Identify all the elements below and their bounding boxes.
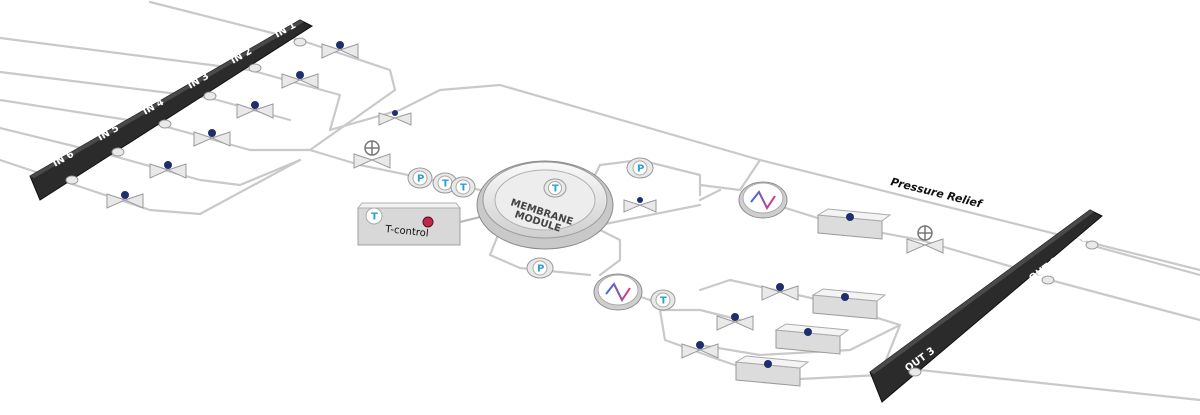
valve[interactable]: [321, 41, 359, 59]
bypass-valve[interactable]: [378, 110, 412, 126]
inlet-panel: [29, 19, 314, 201]
indicator-led: [764, 360, 772, 368]
sensor-letter: P: [537, 264, 544, 275]
inlet-connector: [248, 63, 262, 73]
heat-exchanger[interactable]: [593, 273, 643, 311]
flow-controller[interactable]: [774, 323, 850, 355]
wave-icon: [605, 282, 631, 302]
heat-exchanger[interactable]: [738, 181, 788, 219]
indicator-led: [251, 101, 259, 109]
inlet-connector: [158, 119, 172, 129]
valve[interactable]: [281, 71, 319, 89]
inlet-connector: [293, 37, 307, 47]
sensor-letter: P: [417, 174, 424, 185]
valve[interactable]: [681, 341, 719, 359]
sensor-letter: T: [442, 179, 449, 190]
flow-controller[interactable]: [734, 355, 810, 387]
tcontrol-label: T-control: [384, 224, 429, 240]
indicator-led: [296, 71, 304, 79]
indicator-led: [208, 129, 216, 137]
indicator-led: [776, 283, 784, 291]
inlet-connector: [203, 91, 217, 101]
indicator-led: [392, 110, 398, 116]
indicator-led: [846, 213, 854, 221]
pressure-sensor: P: [626, 157, 654, 179]
retentate-valve[interactable]: [623, 197, 657, 213]
needle-valve[interactable]: [353, 140, 391, 169]
tcontrol-sensor-letter: T: [371, 212, 378, 223]
sensor-letter: T: [660, 296, 667, 307]
pressure-relief-label: Pressure Relief: [889, 175, 984, 211]
valve[interactable]: [761, 283, 799, 301]
pressure-sensor: P: [407, 167, 433, 189]
indicator-led: [731, 313, 739, 321]
module-sensor-letter: T: [552, 184, 559, 195]
back-pressure-valve[interactable]: [906, 225, 944, 254]
inlet-connectors: [65, 37, 307, 185]
flow-controller[interactable]: [816, 208, 892, 240]
sensor-letter: P: [637, 164, 644, 175]
membrane-module[interactable]: T MEMBRANE MODULE: [476, 160, 614, 250]
sensor-letter: T: [460, 183, 467, 194]
indicator-led: [637, 197, 643, 203]
outlet-connector: [908, 367, 922, 377]
inlet-sensors: P T T: [407, 167, 476, 198]
valve[interactable]: [106, 191, 144, 209]
outlet-connectors: [908, 240, 1099, 377]
outlet-connector: [1041, 275, 1055, 285]
valve[interactable]: [193, 129, 231, 147]
indicator-led: [164, 161, 172, 169]
t-control-unit[interactable]: T T-control: [356, 202, 501, 246]
valve[interactable]: [236, 101, 274, 119]
indicator-led: [121, 191, 129, 199]
valve[interactable]: [716, 313, 754, 331]
inlet-connector: [65, 175, 79, 185]
temperature-sensor: T: [650, 289, 676, 311]
valve[interactable]: [149, 161, 187, 179]
module-temperature-sensor: T: [543, 178, 567, 198]
inlet-connector: [111, 147, 125, 157]
indicator-led: [804, 328, 812, 336]
outlet-panel: [869, 209, 1103, 403]
indicator-led: [336, 41, 344, 49]
outlet-valves: [681, 283, 799, 359]
temperature-sensor: T: [432, 172, 458, 194]
flow-controllers: [734, 208, 892, 387]
flow-controller[interactable]: [811, 288, 887, 320]
outlet-connector: [1085, 240, 1099, 250]
tcontrol-led: [422, 216, 434, 228]
indicator-led: [696, 341, 704, 349]
temperature-sensor: T: [450, 176, 476, 198]
inlet-valves: [106, 41, 359, 209]
pressure-sensor: P: [526, 257, 554, 279]
tcontrol-sensor: T: [365, 207, 383, 225]
wave-icon: [750, 190, 776, 210]
indicator-led: [841, 293, 849, 301]
